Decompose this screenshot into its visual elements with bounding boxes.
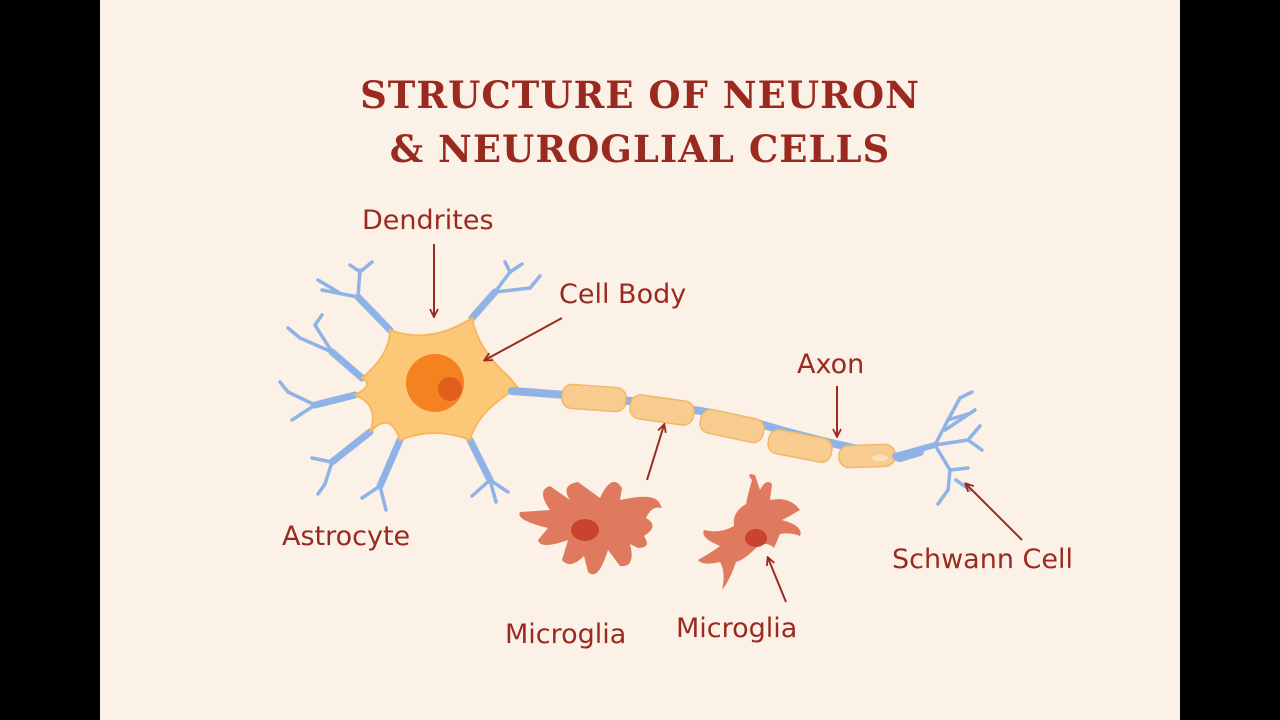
label-axon: Axon [797, 349, 865, 380]
title-line-1: STRUCTURE OF NEURON [360, 73, 920, 117]
label-cell-body: Cell Body [559, 279, 687, 310]
nucleolus [438, 377, 462, 401]
arrow-schwann-cell [966, 484, 1023, 541]
microglia-nucleus [745, 529, 767, 547]
arrow-microglia-1 [646, 425, 664, 481]
label-dendrites: Dendrites [362, 205, 494, 236]
label-microglia-1: Microglia [505, 619, 627, 650]
microglia-nucleus [571, 519, 599, 541]
neuron-illustration [278, 244, 1023, 603]
arrow-cell-body [485, 317, 563, 360]
myelin-segment [629, 394, 695, 426]
myelin-segment [767, 429, 833, 463]
callout-arrows [434, 244, 1023, 603]
diagram-canvas: STRUCTURE OF NEURON & NEUROGLIAL CELLS [100, 0, 1180, 720]
myelin-segment [838, 443, 896, 469]
title-line-2: & NEUROGLIAL CELLS [389, 127, 891, 171]
label-schwann-cell: Schwann Cell [892, 544, 1073, 575]
dendrites [278, 260, 542, 512]
label-microglia-2: Microglia [676, 613, 798, 644]
myelin-segment [561, 383, 627, 413]
myelin-segment [699, 408, 765, 444]
myelin-sheath [561, 383, 896, 469]
label-astrocyte: Astrocyte [282, 521, 411, 552]
arrow-microglia-2 [768, 558, 787, 603]
